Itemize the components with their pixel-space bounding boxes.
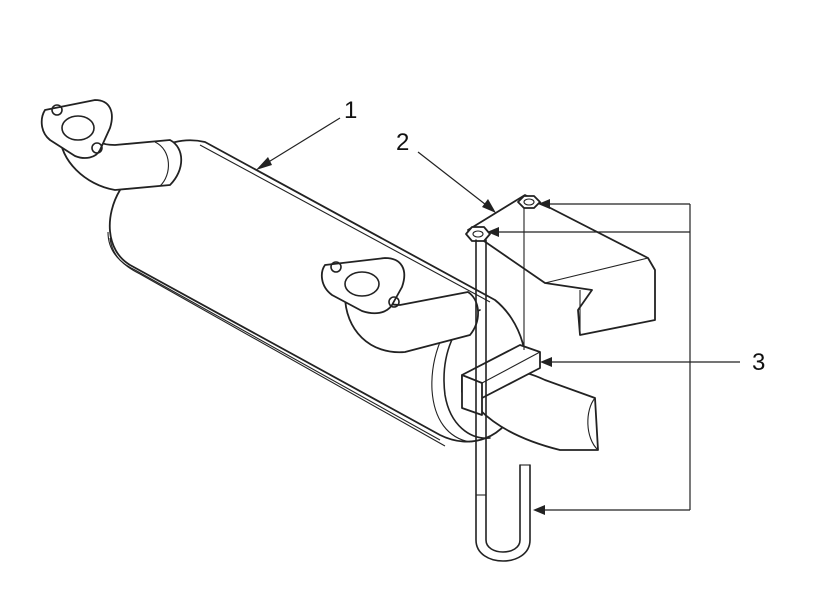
inlet-pipe-front <box>40 99 183 191</box>
mounting-bracket-plate <box>467 194 656 336</box>
leader-3 <box>540 357 740 367</box>
callout-2: 2 <box>396 129 409 156</box>
clamp-saddle <box>461 344 541 416</box>
nut-upper <box>517 195 541 209</box>
callout-1: 1 <box>344 97 357 124</box>
nut-lower <box>465 226 491 242</box>
inlet-pipe-rear <box>320 257 479 354</box>
leader-2 <box>417 151 496 213</box>
leader-1 <box>256 117 341 170</box>
callout-3: 3 <box>752 349 765 376</box>
bracket-leader-group <box>487 199 691 515</box>
